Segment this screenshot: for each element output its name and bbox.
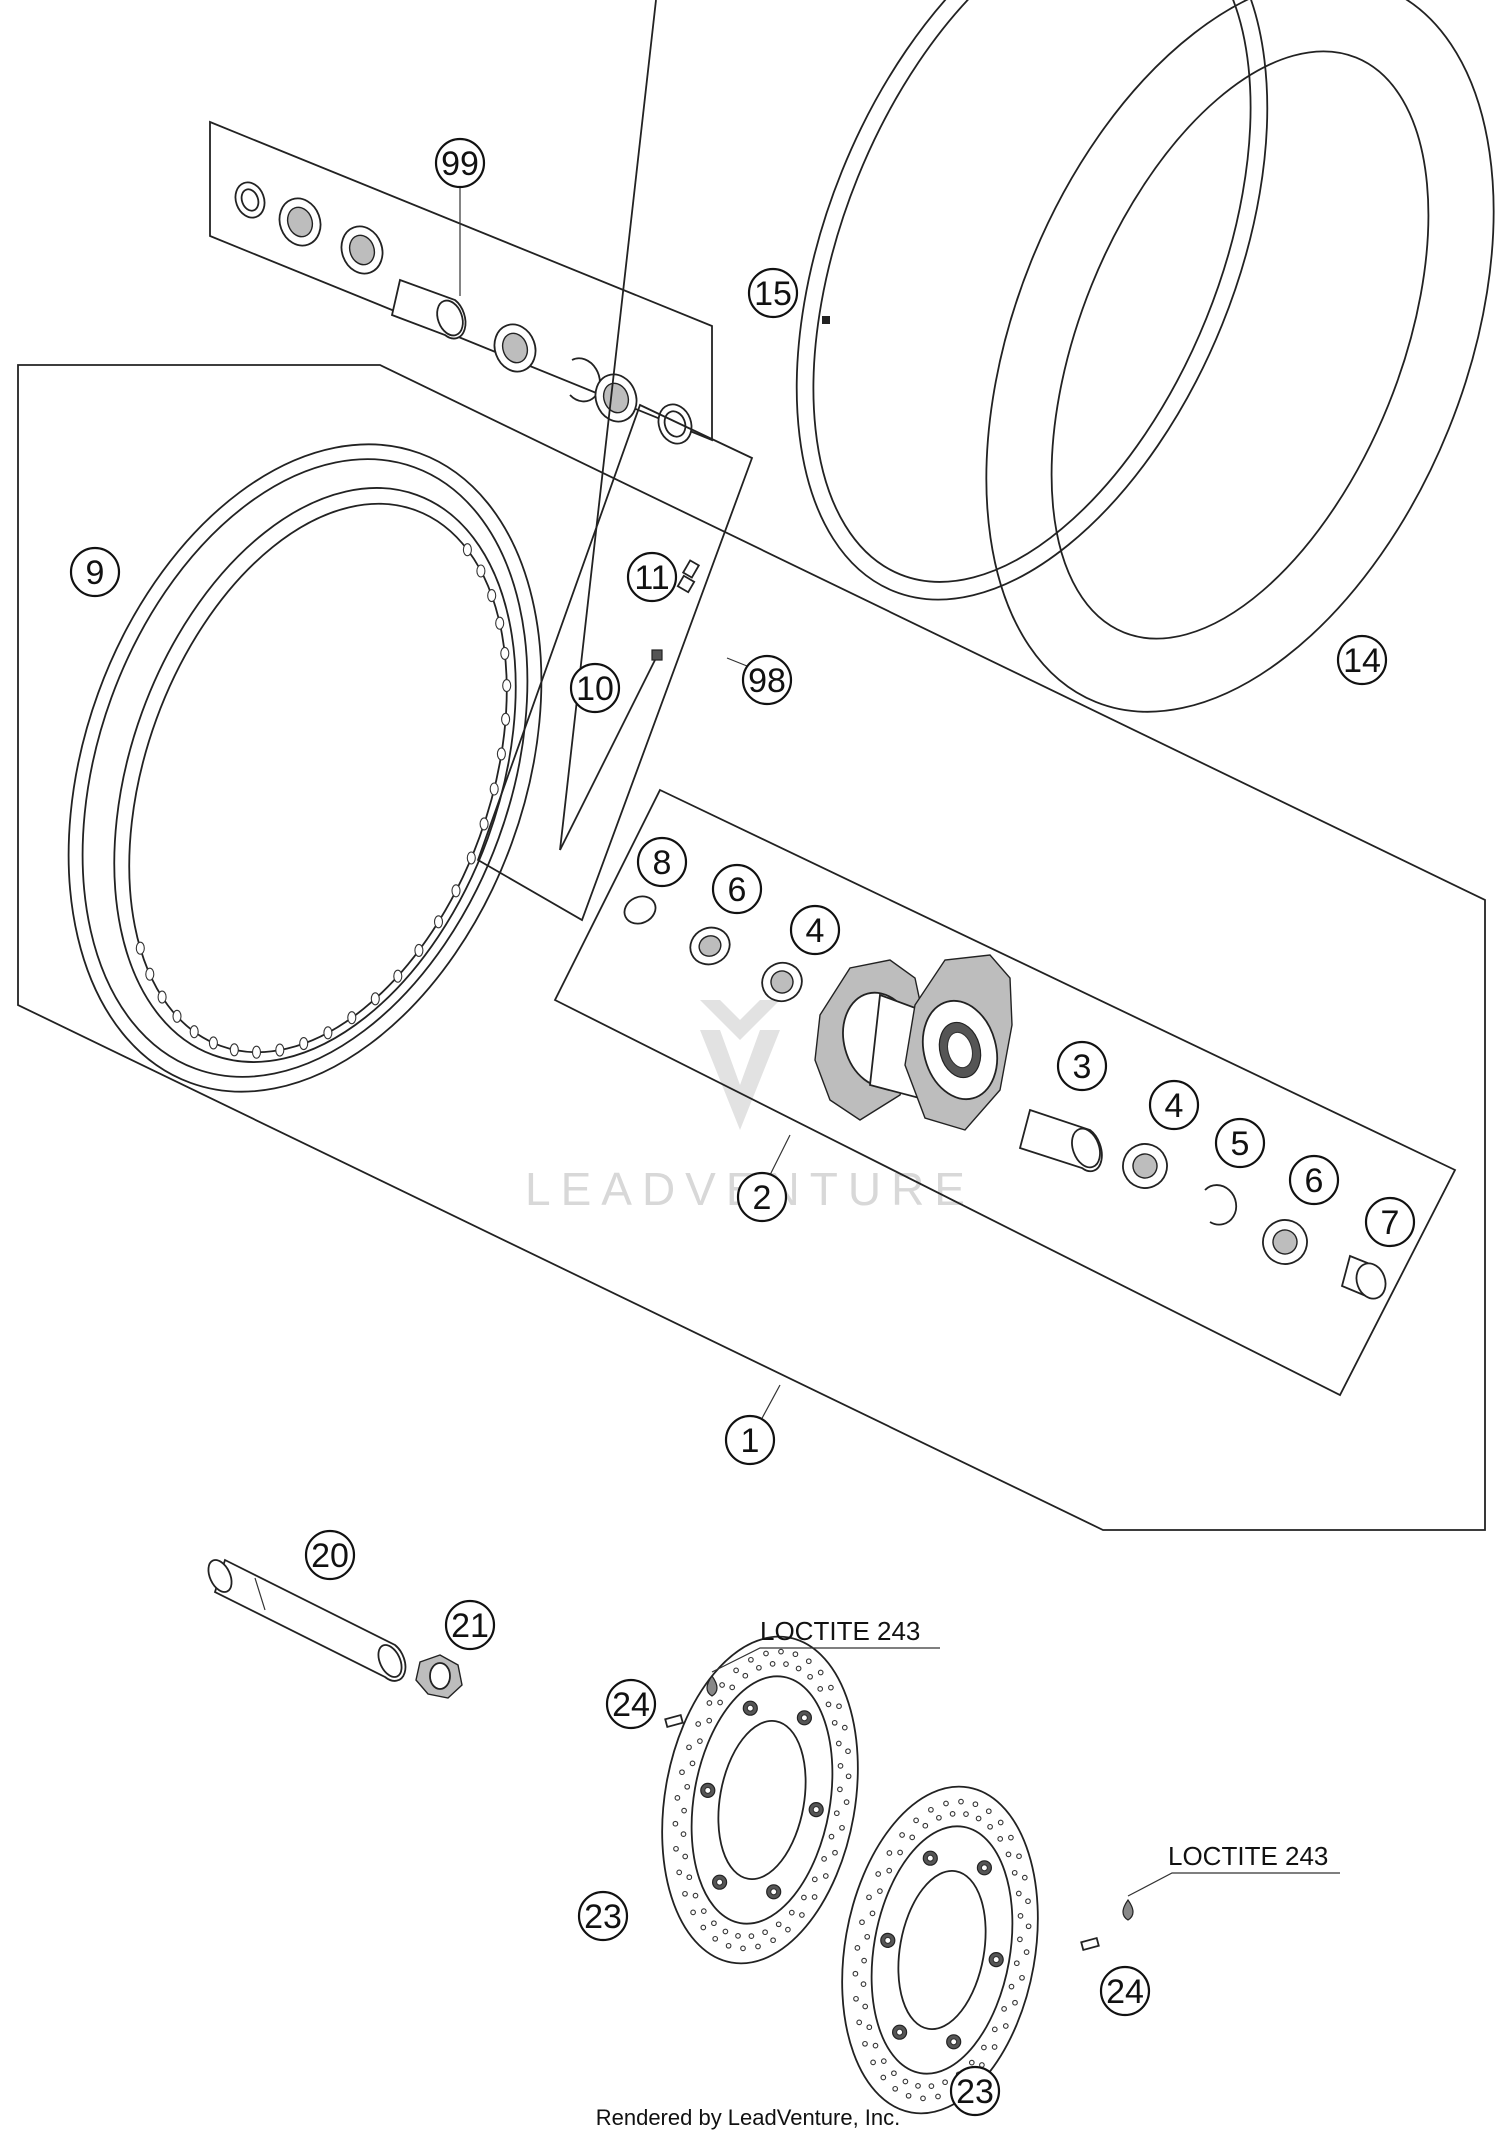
callout-3: 3	[1056, 1040, 1108, 1092]
watermark-logo-icon	[700, 1000, 780, 1040]
svg-text:20: 20	[311, 1537, 349, 1575]
callout-10: 10	[569, 662, 621, 714]
svg-text:24: 24	[612, 1686, 650, 1724]
note-loctite-lower: LOCTITE 243	[1168, 1841, 1328, 1871]
callout-24-upper: 24	[605, 1678, 657, 1730]
spoke-10	[559, 657, 657, 851]
svg-text:9: 9	[86, 554, 105, 592]
loctite-drop-icon	[1122, 1898, 1134, 1921]
tire-and-tube	[795, 0, 1495, 713]
callout-2: 2	[736, 1171, 788, 1223]
svg-text:14: 14	[1343, 642, 1381, 680]
disc-lower-holes	[852, 1798, 1032, 2102]
callout-98: 98	[741, 654, 793, 706]
callout-5: 5	[1214, 1117, 1266, 1169]
svg-text:21: 21	[451, 1607, 489, 1645]
svg-text:4: 4	[806, 912, 825, 950]
svg-text:1: 1	[741, 1422, 760, 1460]
loctite-drop-icon	[706, 1674, 718, 1697]
wheel-assembly-1-outline	[17, 364, 1486, 1531]
svg-text:7: 7	[1381, 1204, 1400, 1242]
callout-4-left: 4	[789, 904, 841, 956]
svg-text:8: 8	[653, 844, 672, 882]
callout-9: 9	[69, 546, 121, 598]
part-8	[623, 895, 657, 925]
callout-14: 14	[1336, 634, 1388, 686]
svg-text:3: 3	[1073, 1048, 1092, 1086]
hub-panel-outline	[553, 788, 1457, 1397]
callout-99: 99	[434, 137, 486, 189]
svg-text:6: 6	[728, 871, 747, 909]
svg-text:98: 98	[748, 662, 786, 700]
callout-23-lower: 23	[949, 2065, 1001, 2117]
spoke-kit-98-outline	[476, 403, 754, 922]
disc-upper-holes	[672, 1648, 852, 1952]
footer-credit: Rendered by LeadVenture, Inc.	[596, 2105, 901, 2130]
svg-text:2: 2	[753, 1179, 772, 1217]
svg-text:15: 15	[754, 275, 792, 313]
tire-14-outer	[985, 0, 1495, 713]
rim-spoke-holes	[135, 543, 512, 1059]
note-loctite-upper: LOCTITE 243	[760, 1616, 920, 1646]
spoke-nipple-11	[676, 559, 701, 594]
callout-23-upper: 23	[577, 1890, 629, 1942]
callout-24-lower: 24	[1099, 1965, 1151, 2017]
hub-body	[814, 954, 1013, 1131]
watermark-logo-chevron-icon	[700, 1030, 780, 1130]
spoke-kit-98	[476, 0, 754, 922]
tube-valve	[822, 316, 830, 324]
hub-assembly-2	[553, 788, 1457, 1397]
callout-15: 15	[747, 267, 799, 319]
callout-7: 7	[1364, 1196, 1416, 1248]
spoke-10-head	[651, 649, 663, 661]
svg-text:4: 4	[1165, 1087, 1184, 1125]
tube-15-outer	[795, 0, 1269, 601]
svg-text:5: 5	[1231, 1125, 1250, 1163]
callout-6-left: 6	[711, 863, 763, 915]
svg-text:99: 99	[441, 145, 479, 183]
svg-text:23: 23	[584, 1898, 622, 1936]
brake-disc-23-lower	[841, 1785, 1039, 2115]
axle-nut-21	[415, 1654, 463, 1699]
rim-9	[67, 443, 543, 1093]
svg-text:6: 6	[1305, 1162, 1324, 1200]
bolt-24-upper	[664, 1647, 940, 1729]
svg-text:11: 11	[634, 559, 669, 597]
callout-8: 8	[636, 836, 688, 888]
callout-6-right: 6	[1288, 1154, 1340, 1206]
tube-15-inner	[812, 0, 1252, 583]
kit-99-parts	[234, 181, 693, 445]
brake-disc-23-upper	[661, 1635, 859, 1965]
axle-20	[207, 1558, 407, 1682]
callout-21: 21	[444, 1599, 496, 1651]
part-5-circlip	[1204, 1184, 1238, 1226]
callout-4-right: 4	[1148, 1079, 1200, 1131]
callout-11: 11	[626, 551, 678, 603]
callout-20: 20	[304, 1529, 356, 1581]
callout-1: 1	[724, 1414, 776, 1466]
svg-text:10: 10	[576, 670, 614, 708]
svg-text:23: 23	[956, 2073, 994, 2111]
leader-1	[759, 1384, 781, 1423]
bolt-24-lower	[1080, 1872, 1340, 1952]
tire-14-inner	[1050, 50, 1430, 640]
svg-text:24: 24	[1106, 1973, 1144, 2011]
